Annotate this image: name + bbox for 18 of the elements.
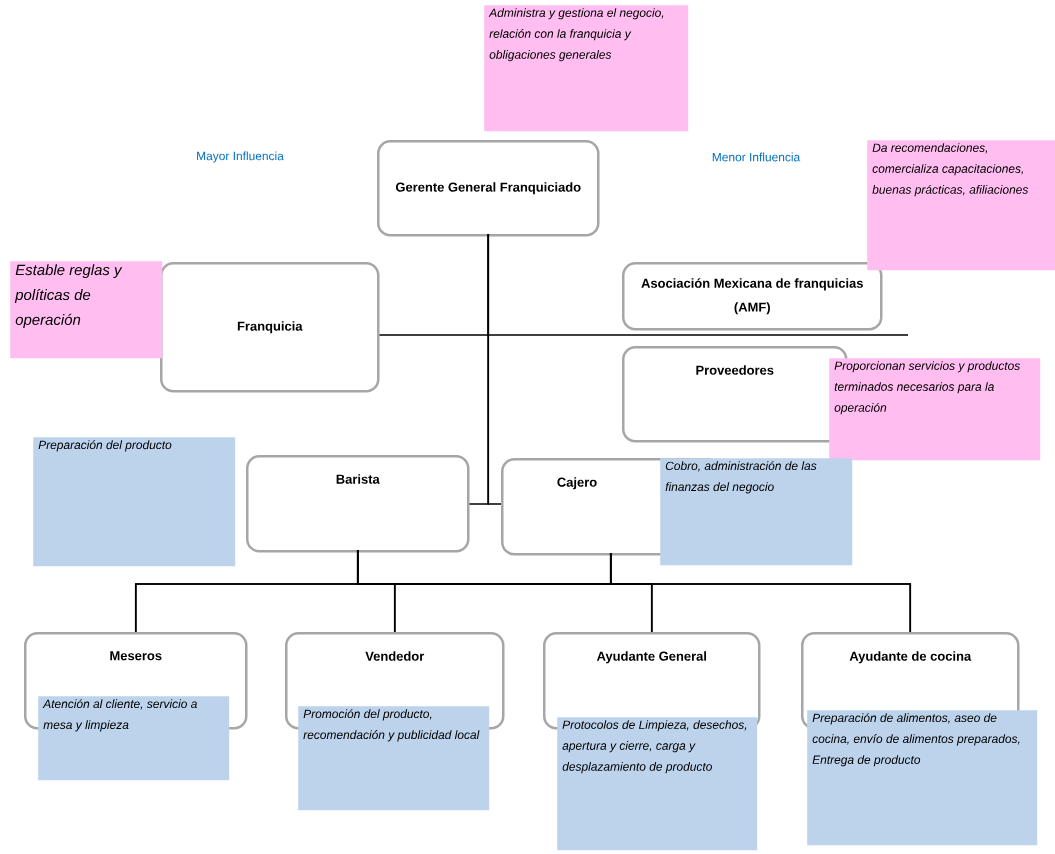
sticky-note: Preparación de alimentos, aseo de cocina, envío de alimentos preparados, Entrega de producto (807, 710, 1038, 846)
role-box: Gerente General Franquiciado (377, 140, 600, 237)
sticky-note: Administra y gestiona el negocio, relación con la franquicia y obligaciones generales (484, 5, 689, 132)
connector-line (487, 233, 502, 505)
sticky-note: Estable reglas y políticas de operación (10, 261, 163, 359)
influence-label: Menor Influencia (712, 152, 801, 162)
sticky-note: Preparación del producto (33, 437, 236, 567)
influence-label: Mayor Influencia (197, 151, 284, 163)
sticky-note: Protocolos de Limpieza, desechos, apertura y cierre, carga y desplazamiento de producto (557, 717, 758, 851)
role-box: Barista (246, 455, 470, 553)
sticky-note: Promoción del producto, recomendación y publicidad local (298, 706, 490, 811)
role-box: Franquicia (160, 262, 380, 393)
connector-line (609, 552, 912, 633)
sticky-note: Atención al cliente, servicio a mesa y limpieza (38, 696, 230, 781)
role-box: Asociación Mexicana de franquicias (AMF) (622, 262, 883, 331)
sticky-note: Proporcionan servicios y productos terminados necesarios para la operación (829, 358, 1041, 461)
sticky-note: Da recomendaciones, comercializa capacitaciones, buenas prácticas, afiliaciones (867, 140, 1055, 271)
sticky-note: Cobro, administración de las finanzas del negocio (660, 458, 853, 566)
